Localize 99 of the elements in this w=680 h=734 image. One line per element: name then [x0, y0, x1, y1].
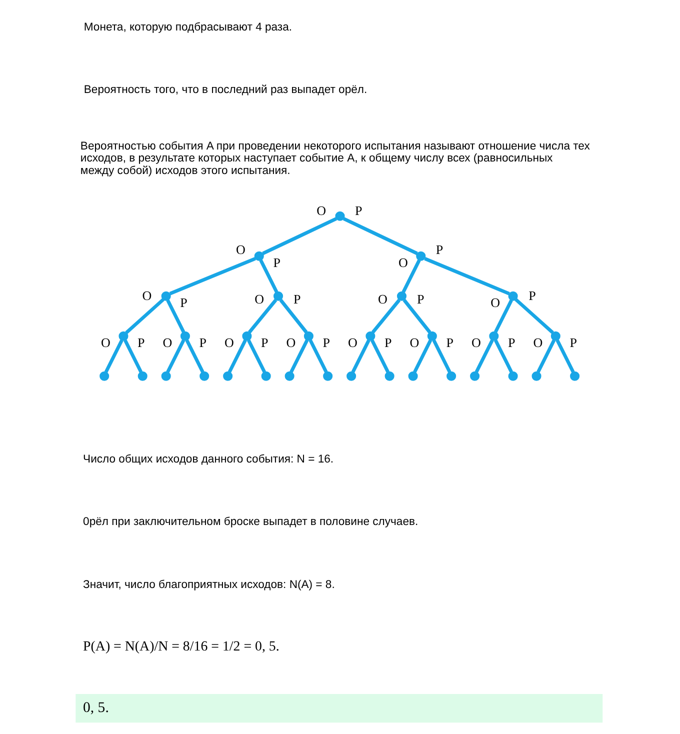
edge-label: Р: [199, 335, 207, 350]
connector: [104, 339, 124, 373]
node-circle: [489, 331, 499, 341]
node-circle: [396, 291, 407, 301]
edge-label: О: [286, 335, 296, 350]
label: Монета, которую подбрасывают 4 раза.: [84, 21, 292, 34]
connector: [494, 339, 513, 373]
connector: [556, 339, 575, 373]
edge-label: Р: [322, 335, 330, 350]
edge-label: О: [142, 288, 152, 304]
edge-label: О: [224, 335, 234, 350]
node-circle: [366, 331, 376, 341]
node-circle: [223, 371, 233, 381]
edge-label: Р: [570, 335, 577, 350]
node-circle: [446, 371, 456, 381]
connector: [169, 256, 256, 296]
node-circle: [335, 211, 345, 221]
edge-label: О: [236, 242, 246, 257]
edge-label: О: [378, 291, 388, 306]
edge-label: О: [398, 255, 408, 270]
label: Вероятностью события A при проведении некоторого испытания называют отношение числа тех исходов, в результате которых наступает событие A, к общему числу всех (равносильных между собой) исходов этого испытания.: [80, 140, 590, 177]
connector: [432, 339, 452, 373]
connector: [185, 339, 204, 373]
edge-label: О: [348, 335, 358, 350]
edge-label: О: [101, 335, 110, 350]
edge-label: Р: [436, 242, 444, 258]
edge-label: О: [254, 291, 264, 306]
node-circle: [304, 331, 314, 341]
node-circle: [508, 291, 518, 301]
node-circle: [323, 371, 333, 381]
connector: [402, 259, 421, 293]
edge-label: Р: [528, 288, 536, 304]
connector: [402, 298, 432, 334]
connector: [166, 299, 186, 333]
node-circle: [508, 371, 518, 381]
edge-label: О: [162, 335, 172, 350]
node-circle: [570, 371, 580, 381]
node-circle: [346, 371, 356, 381]
connector: [290, 339, 309, 373]
edge-label: Р: [508, 335, 516, 350]
label: P(A) = N(A)/N = 8/16 = 1/2 = 0, 5.: [83, 640, 280, 655]
node-circle: [273, 291, 284, 301]
node-circle: [284, 371, 294, 381]
node-circle: [550, 331, 560, 341]
label: Число общих исходов данного события: N = 16.: [83, 454, 334, 466]
connector: [259, 259, 278, 293]
edge-label: Р: [261, 335, 268, 350]
connector: [262, 217, 338, 256]
node-circle: [254, 251, 264, 261]
connector: [124, 339, 143, 373]
connector: [514, 298, 554, 334]
connector: [351, 339, 370, 373]
edge-label: Р: [384, 335, 392, 350]
node-circle: [180, 331, 190, 341]
edge-label: Р: [180, 295, 188, 310]
connector: [228, 339, 247, 373]
label: Значит, число благоприятных исходов: N(A) = 8.: [83, 578, 335, 591]
node-circle: [161, 371, 171, 381]
edge-label: Р: [417, 291, 424, 306]
edge-label: Р: [355, 202, 362, 218]
node-circle: [416, 251, 426, 261]
node-circle: [161, 291, 171, 301]
node-circle: [427, 331, 437, 341]
connector: [370, 339, 390, 373]
label: Вероятность того, что в последний раз выпадет орёл.: [84, 84, 368, 96]
connector: [279, 298, 308, 334]
connector: [424, 257, 510, 296]
connector: [474, 339, 494, 373]
connector: [494, 299, 513, 333]
connector: [125, 298, 164, 334]
node-circle: [261, 371, 271, 381]
node-circle: [118, 331, 128, 341]
connector: [536, 339, 556, 373]
edge-label: Р: [446, 335, 454, 350]
node-circle: [408, 371, 418, 381]
node-circle: [470, 371, 480, 381]
edge-label: О: [533, 335, 543, 350]
node-circle: [384, 371, 394, 381]
connector: [166, 339, 186, 373]
connector: [413, 339, 432, 373]
label: 0рёл при заключительном броске выпадет в половине случаев.: [83, 516, 418, 528]
node-box: 0, 5.: [76, 694, 603, 723]
edge-label: О: [316, 202, 326, 218]
node-circle: [100, 371, 110, 381]
connector: [308, 339, 328, 373]
connector: [371, 298, 401, 334]
connector: [248, 298, 278, 334]
node-circle: [200, 371, 210, 381]
edge-label: О: [472, 335, 481, 350]
connector: [342, 217, 418, 256]
connector: [247, 339, 266, 373]
node-circle: [532, 371, 542, 381]
node-circle: [138, 371, 148, 381]
node-circle: [242, 331, 252, 341]
edge-label: Р: [294, 291, 301, 306]
edge-label: Р: [138, 335, 145, 350]
edge-label: О: [410, 335, 420, 350]
edge-label: О: [490, 295, 500, 310]
edge-label: Р: [273, 255, 280, 270]
